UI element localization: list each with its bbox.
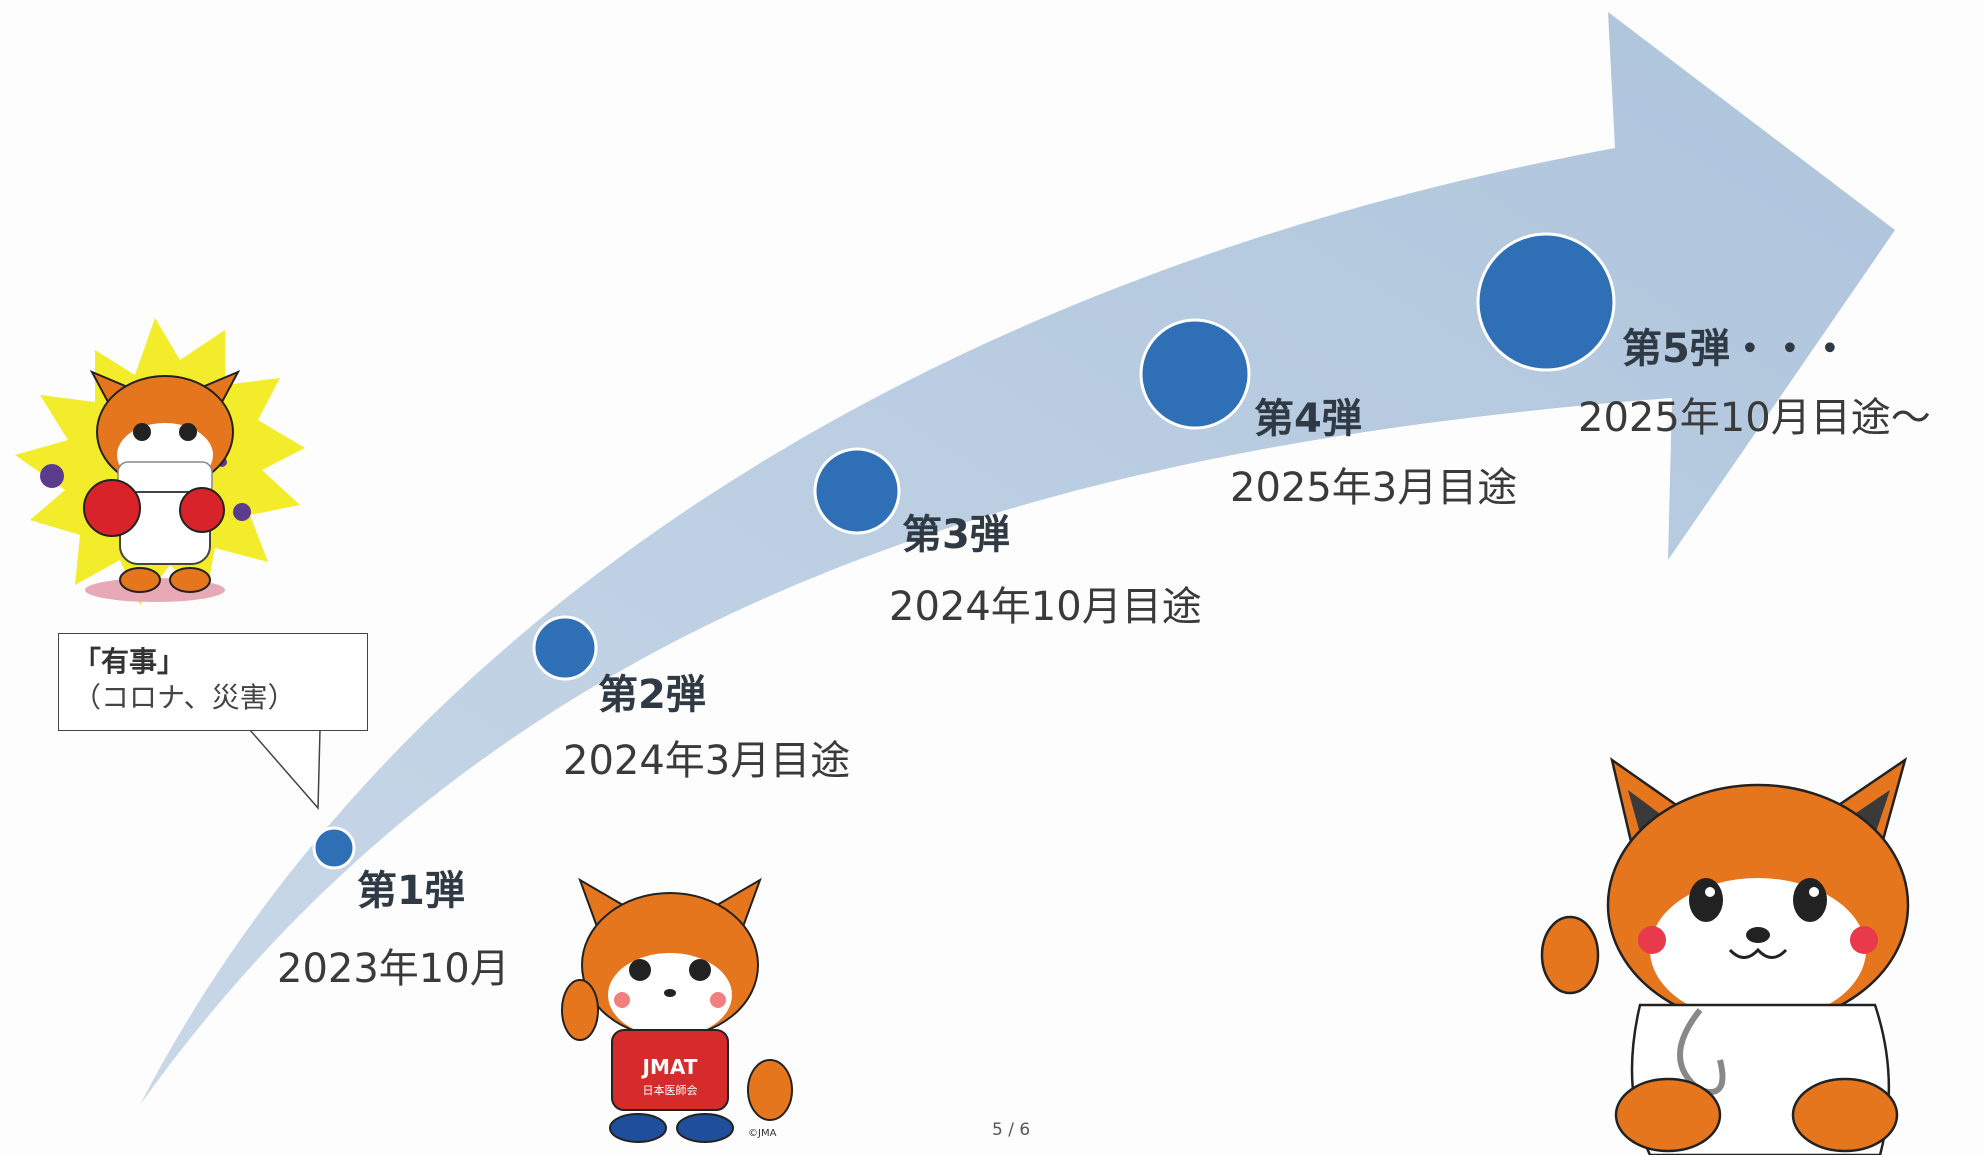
doctor-mascot-illustration	[1540, 757, 1910, 1155]
milestone-3-date: 2024年10月目途	[889, 584, 1202, 630]
milestone-dot-5	[1476, 232, 1616, 372]
boxing-glove-icon	[83, 479, 141, 537]
page-number: 5 / 6	[992, 1120, 1031, 1140]
milestone-2-title: 第2弾	[598, 672, 706, 718]
milestone-5-date: 2025年10月目途～	[1578, 395, 1931, 441]
boxing-mascot-illustration	[15, 318, 305, 605]
callout-subtitle: （コロナ、災害）	[73, 681, 296, 714]
milestone-4-title: 第4弾	[1254, 396, 1362, 442]
jmat-label: JMAT	[642, 1055, 698, 1079]
callout-tail	[248, 729, 321, 810]
jmat-org-label: 日本医師会	[642, 1084, 698, 1097]
milestone-1-title: 第1弾	[357, 868, 465, 914]
milestone-dot-2	[532, 615, 598, 681]
virus-icon	[233, 503, 251, 521]
jmat-shirt	[611, 1029, 729, 1111]
virus-icon	[40, 464, 64, 488]
jma-copyright: ©JMA	[748, 1128, 777, 1139]
milestone-2-date: 2024年3月目途	[563, 738, 851, 784]
milestone-dot-3	[813, 447, 901, 535]
milestone-5-title: 第5弾・・・	[1622, 326, 1850, 372]
boxing-glove-icon	[179, 487, 225, 533]
jmat-mascot-illustration	[561, 877, 793, 1143]
milestone-3-title: 第3弾	[902, 512, 1010, 558]
emergency-callout: 「有事」 （コロナ、災害）	[58, 633, 368, 731]
callout-title: 「有事」	[73, 645, 186, 678]
milestone-4-date: 2025年3月目途	[1230, 465, 1518, 511]
milestone-dot-1	[312, 826, 356, 870]
milestone-dot-4	[1139, 318, 1251, 430]
progress-arrow	[140, 12, 1895, 1105]
milestone-1-date: 2023年10月	[277, 946, 510, 992]
